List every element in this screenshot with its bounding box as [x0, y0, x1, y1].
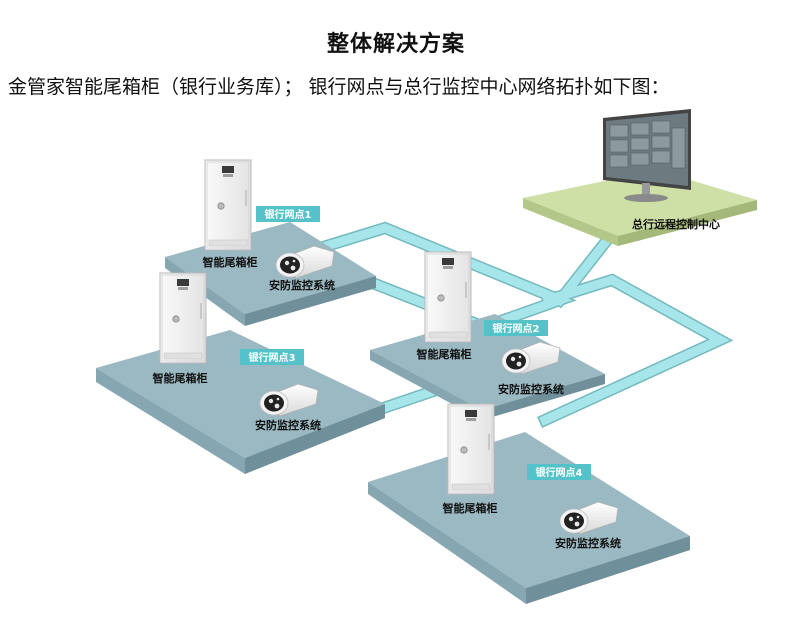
safe-cabinet-icon [159, 272, 207, 364]
safe-cabinet-icon [424, 251, 472, 343]
cabinet-label: 智能尾箱柜 [153, 371, 208, 385]
center-label: 总行远程控制中心 [632, 217, 720, 231]
page-title: 整体解决方案 [326, 32, 465, 57]
safe-cabinet-icon [447, 403, 495, 495]
cabinet-label: 智能尾箱柜 [203, 255, 258, 269]
monitor-icon [603, 109, 691, 202]
branch-tag: 银行网点1 [265, 208, 312, 221]
cabinet-label: 智能尾箱柜 [417, 347, 472, 361]
camera-label: 安防监控系统 [269, 278, 335, 292]
safe-cabinet-icon [204, 159, 252, 251]
remote-control-center: 总行远程控制中心 [523, 109, 757, 246]
branch-tag: 银行网点3 [249, 351, 296, 364]
branch-2: 银行网点2 智能尾箱柜 安防监控系统 [370, 251, 605, 420]
cabinet-label: 智能尾箱柜 [443, 501, 498, 515]
camera-label: 安防监控系统 [498, 382, 564, 396]
camera-label: 安防监控系统 [555, 536, 621, 550]
branch-tag: 银行网点2 [493, 322, 540, 335]
branch-3: 银行网点3 智能尾箱柜 安防监控系统 [96, 272, 385, 474]
branch-tag: 银行网点4 [536, 466, 583, 479]
page-subtitle: 金管家智能尾箱柜（银行业务库）； 银行网点与总行监控中心网络拓扑如下图： [8, 76, 670, 98]
branch-4: 银行网点4 智能尾箱柜 安防监控系统 [368, 403, 690, 604]
camera-label: 安防监控系统 [255, 418, 321, 432]
